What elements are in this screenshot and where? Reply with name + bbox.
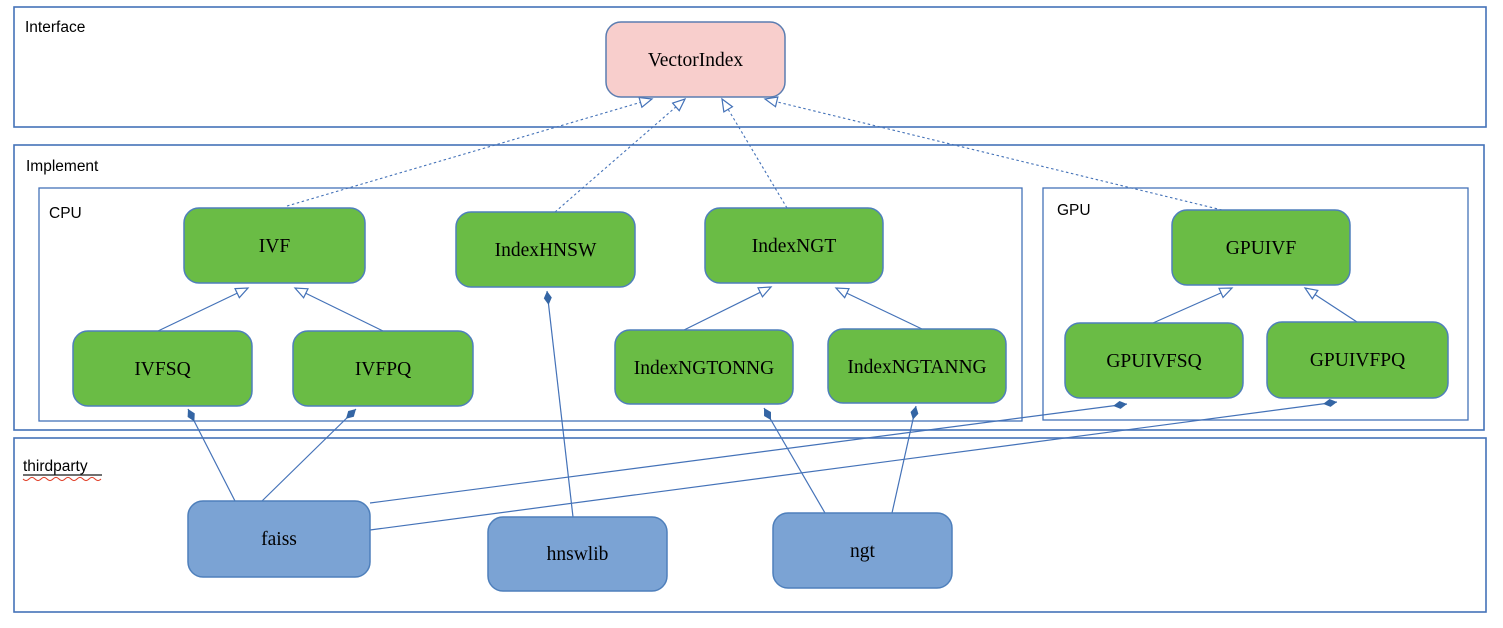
node-ivf: IVF xyxy=(183,207,366,284)
node-ivfpq-shape xyxy=(292,330,474,407)
node-gpuivfpq-shape xyxy=(1266,321,1449,399)
edge-generalization-ivfsq-ivf xyxy=(157,288,248,332)
edge-realization-indexngt-vectorindex xyxy=(722,99,788,209)
edge-realization-indexhnsw-vectorindex xyxy=(554,99,685,213)
node-gpuivf: GPUIVF xyxy=(1171,209,1351,286)
edge-composition-faiss-gpuivfsq xyxy=(369,400,1128,504)
node-indexngt-label: IndexNGT xyxy=(752,236,837,257)
edge-realization-ivf-vectorindex xyxy=(286,99,652,207)
node-vectorindex: VectorIndex xyxy=(605,21,786,98)
node-indexngt-shape xyxy=(704,207,884,284)
node-vectorindex-shape xyxy=(605,21,786,98)
node-indexhnsw-shape xyxy=(455,211,636,288)
gpu-container xyxy=(1042,187,1469,421)
node-faiss-shape xyxy=(187,500,371,578)
node-ivfsq-label: IVFSQ xyxy=(134,359,190,380)
node-ngt-shape xyxy=(772,512,953,589)
edge-generalization-indexngtanng-indexngt xyxy=(836,288,923,330)
node-hnswlib-shape xyxy=(487,516,668,592)
node-gpuivf-label: GPUIVF xyxy=(1226,238,1297,259)
node-gpuivfsq-shape xyxy=(1064,322,1244,399)
node-hnswlib-label: hnswlib xyxy=(547,544,609,565)
cpu-container xyxy=(38,187,1023,422)
edge-generalization-indexngtonng-indexngt xyxy=(681,287,771,332)
node-ivf-label: IVF xyxy=(259,236,291,257)
gpu-section-label: GPU xyxy=(1057,202,1091,219)
cpu-section-label: CPU xyxy=(49,205,82,222)
node-ivfpq: IVFPQ xyxy=(292,330,474,407)
node-indexhnsw: IndexHNSW xyxy=(455,211,636,288)
node-ngt-label: ngt xyxy=(850,541,876,562)
node-ivfsq: IVFSQ xyxy=(72,330,253,407)
node-gpuivf-shape xyxy=(1171,209,1351,286)
node-gpuivfsq-label: GPUIVFSQ xyxy=(1106,351,1201,372)
implement-section-label: Implement xyxy=(26,158,99,175)
node-indexhnsw-label: IndexHNSW xyxy=(495,240,597,261)
edge-composition-faiss-gpuivfpq xyxy=(369,398,1338,531)
edge-generalization-gpuivfpq-gpuivf xyxy=(1305,288,1358,323)
node-indexngt: IndexNGT xyxy=(704,207,884,284)
edge-composition-faiss-ivfpq xyxy=(261,408,357,502)
node-gpuivfsq: GPUIVFSQ xyxy=(1064,322,1244,399)
node-indexngtonng-shape xyxy=(614,329,794,405)
node-indexngtonng: IndexNGTONNG xyxy=(614,329,794,405)
node-indexngtanng-label: IndexNGTANNG xyxy=(847,357,986,378)
spellcheck-squiggle xyxy=(22,476,102,482)
node-indexngtanng: IndexNGTANNG xyxy=(827,328,1007,404)
thirdparty-section-label: thirdparty xyxy=(23,458,88,475)
node-faiss-label: faiss xyxy=(261,529,297,550)
node-vectorindex-label: VectorIndex xyxy=(648,50,744,71)
edge-generalization-ivfpq-ivf xyxy=(295,288,384,332)
interface-section-label: Interface xyxy=(25,19,85,36)
node-hnswlib: hnswlib xyxy=(487,516,668,592)
edge-composition-hnswlib-indexhnsw xyxy=(543,290,574,518)
node-ngt: ngt xyxy=(772,512,953,589)
node-indexngtanng-shape xyxy=(827,328,1007,404)
node-gpuivfpq: GPUIVFPQ xyxy=(1266,321,1449,399)
edge-composition-ngt-indexngtonng xyxy=(763,407,826,514)
edge-generalization-gpuivfsq-gpuivf xyxy=(1152,288,1232,324)
node-indexngtonng-label: IndexNGTONNG xyxy=(634,358,774,379)
edge-realization-gpuivf-vectorindex xyxy=(765,99,1223,211)
node-faiss: faiss xyxy=(187,500,371,578)
node-gpuivfpq-label: GPUIVFPQ xyxy=(1310,350,1405,371)
edge-composition-faiss-ivfsq xyxy=(187,408,236,502)
node-ivfsq-shape xyxy=(72,330,253,407)
node-ivf-shape xyxy=(183,207,366,284)
node-ivfpq-label: IVFPQ xyxy=(355,359,411,380)
